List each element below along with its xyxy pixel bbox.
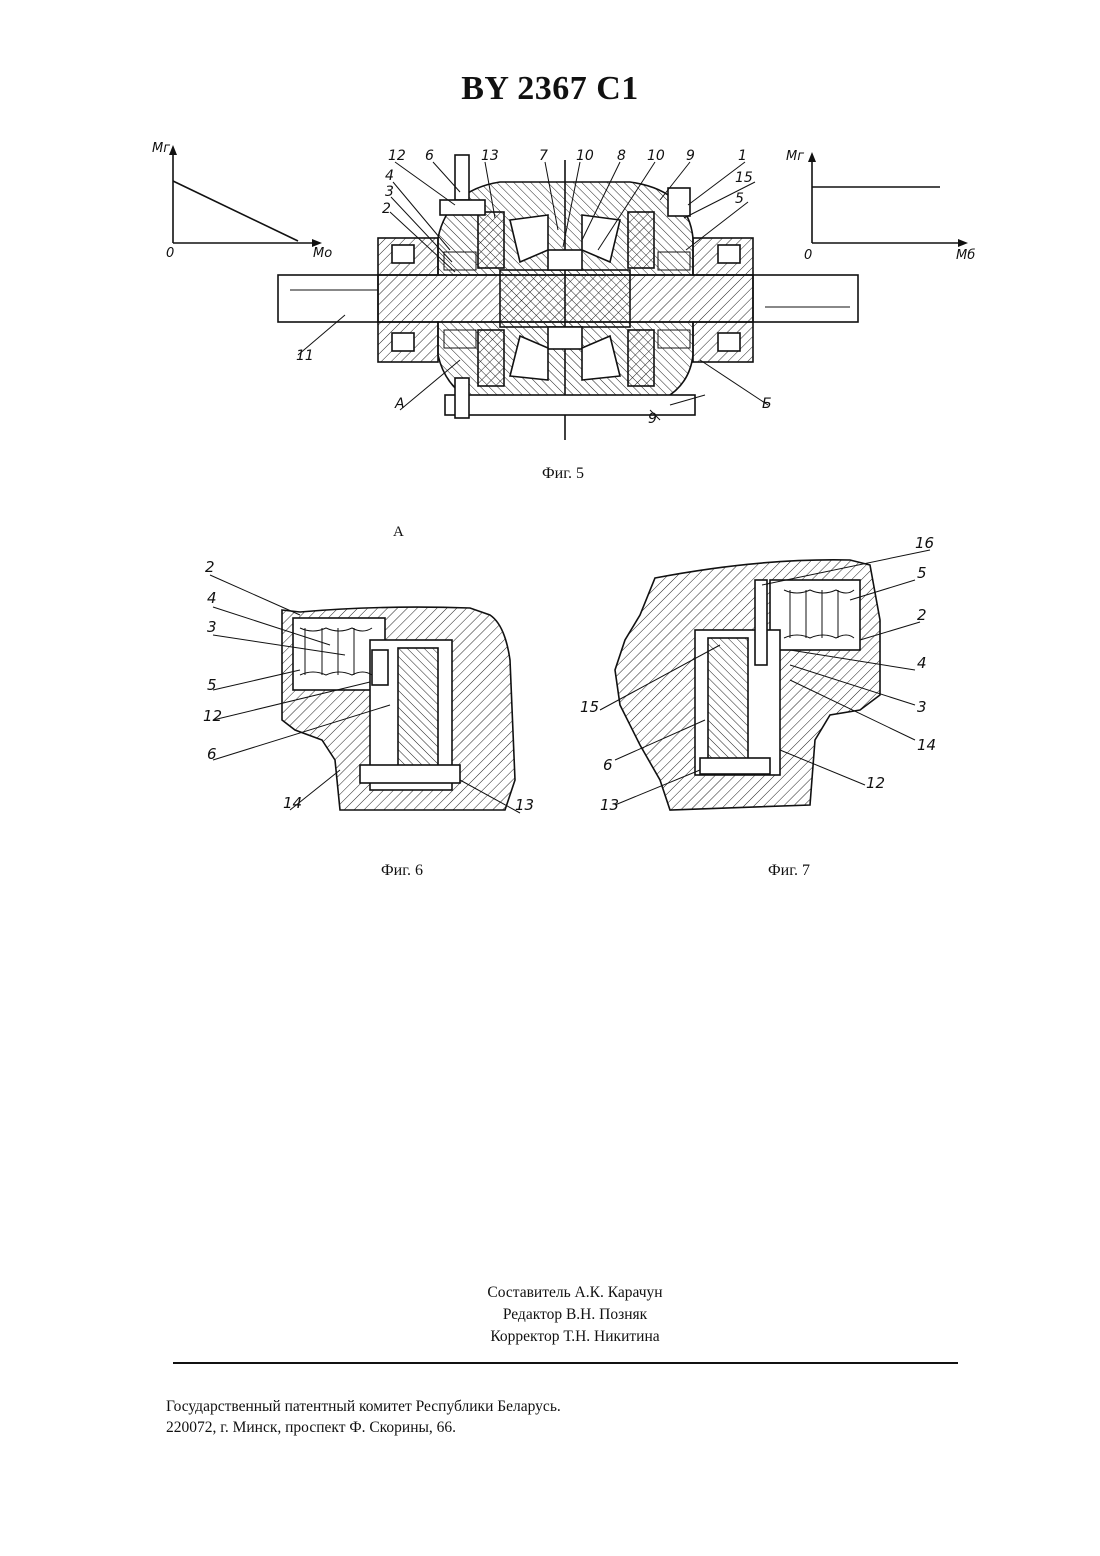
- fig7-section: [615, 560, 880, 810]
- fig7-callout-12: 12: [866, 774, 885, 792]
- credits-compiler: Составитель А.К. Карачун: [420, 1282, 730, 1304]
- left-graph-x-label: Mo: [313, 246, 332, 261]
- fig7-callout-2: 2: [917, 606, 927, 624]
- fig5-callout-4: 4: [385, 168, 394, 184]
- fig5-callout-7: 7: [539, 148, 548, 164]
- figure-7-drawing: 16 5 2 15 4 3 6 14 13 12: [0, 530, 1100, 850]
- fig5-callout-9-bottom: 9: [648, 411, 657, 427]
- figure-7-caption: Фиг. 7: [729, 862, 849, 880]
- fig5-callout-1: 1: [738, 148, 747, 164]
- fig5-callout-A: А: [394, 396, 405, 412]
- fig5-callout-11: 11: [296, 348, 314, 364]
- fig7-callout-6: 6: [603, 756, 613, 774]
- fig5-callout-B: Б: [762, 396, 772, 412]
- fig5-callout-10b: 10: [647, 148, 665, 164]
- footer-divider: [173, 1362, 958, 1364]
- fig7-callout-4: 4: [917, 654, 927, 672]
- fig7-callout-16: 16: [915, 534, 934, 552]
- fig7-callout-15: 15: [580, 698, 599, 716]
- fig5-callout-2: 2: [382, 201, 391, 217]
- right-torque-graph: Mг Mб 0: [786, 149, 975, 263]
- left-graph-origin: 0: [166, 246, 174, 261]
- credits-block: Составитель А.К. Карачун Редактор В.Н. П…: [420, 1282, 730, 1348]
- fig5-callout-6: 6: [425, 148, 434, 164]
- credits-editor: Редактор В.Н. Позняк: [420, 1304, 730, 1326]
- figure-5-caption: Фиг. 5: [503, 465, 623, 483]
- fig7-callout-13: 13: [600, 796, 619, 814]
- fig7-callout-3: 3: [917, 698, 927, 716]
- fig5-callout-3: 3: [385, 184, 394, 200]
- footer-address: 220072, г. Минск, проспект Ф. Скорины, 6…: [166, 1417, 561, 1438]
- left-torque-graph: Mг Mo 0: [152, 141, 332, 261]
- credits-proofreader: Корректор Т.Н. Никитина: [420, 1326, 730, 1348]
- fig7-callout-14: 14: [917, 736, 936, 754]
- fig5-callout-9-top: 9: [686, 148, 695, 164]
- footer-committee: Государственный патентный комитет Респуб…: [166, 1396, 561, 1417]
- right-graph-y-label: Mг: [786, 149, 804, 164]
- fig5-callout-15: 15: [735, 170, 753, 186]
- fig7-callout-5: 5: [917, 564, 927, 582]
- right-graph-x-label: Mб: [956, 248, 975, 263]
- figure-6-caption: Фиг. 6: [342, 862, 462, 880]
- fig5-callout-5: 5: [735, 191, 744, 207]
- fig5-callout-12: 12: [388, 148, 406, 164]
- right-graph-origin: 0: [804, 248, 812, 263]
- fig5-callout-10a: 10: [576, 148, 594, 164]
- fig5-callout-8: 8: [617, 148, 626, 164]
- figure-5-drawing: Mг Mo 0 Mг Mб 0: [0, 0, 1100, 460]
- footer-block: Государственный патентный комитет Респуб…: [166, 1396, 561, 1438]
- fig5-callout-13: 13: [481, 148, 499, 164]
- left-graph-y-label: Mг: [152, 141, 170, 156]
